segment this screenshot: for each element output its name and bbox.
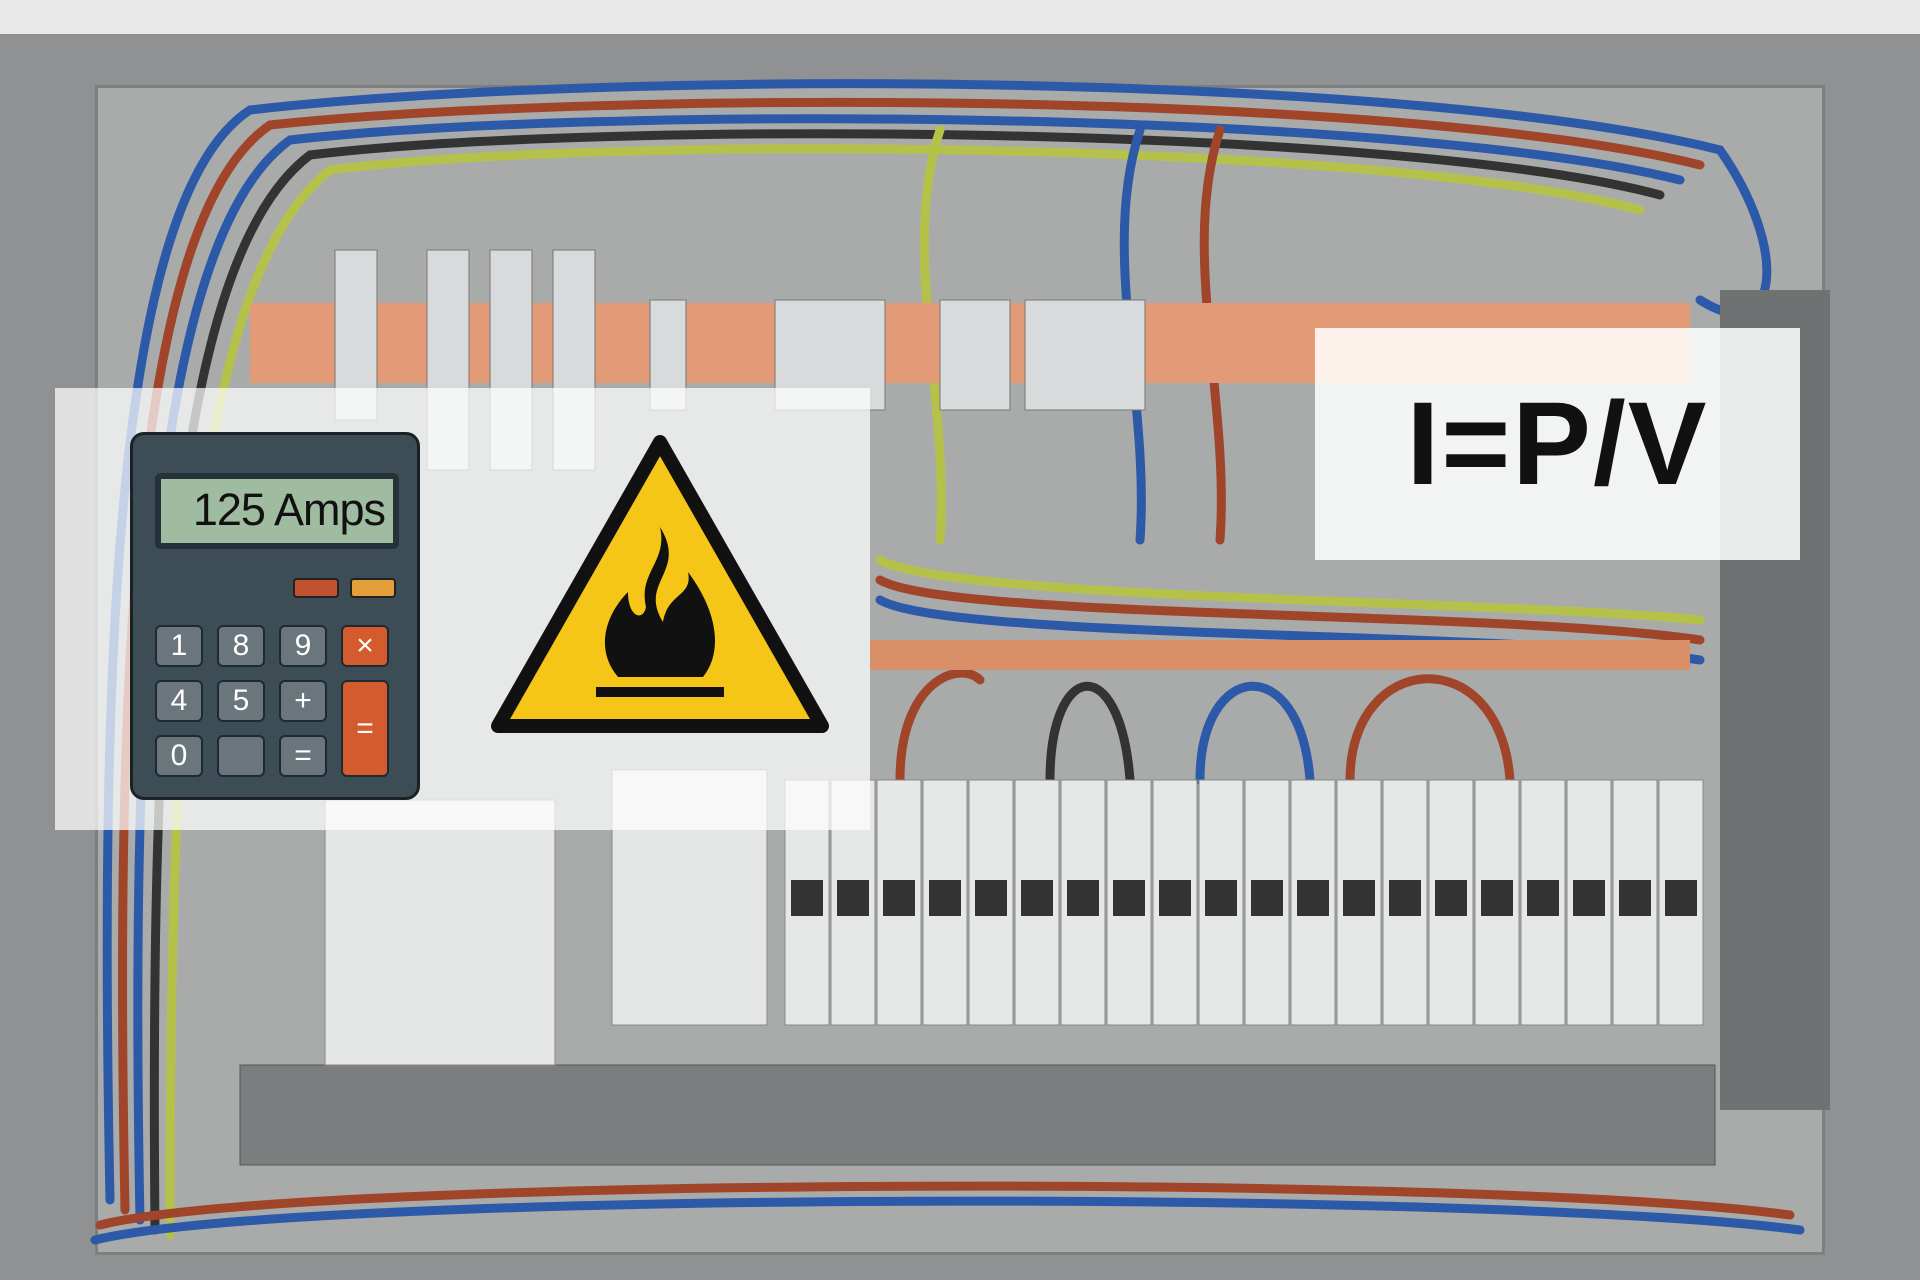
flammable-fire-icon: [596, 527, 724, 697]
calculator-graphic: 125 Amps 1 8 9 × 4 5 + 0 = =: [130, 432, 420, 800]
calculator-key-multiply: ×: [341, 625, 389, 667]
calculator-orange-indicator: [350, 578, 396, 598]
breaker-toggle: [975, 880, 1007, 916]
breaker-toggle: [1205, 880, 1237, 916]
circuit-breakers: [784, 779, 1704, 1026]
formula-label: I=P/V: [1315, 328, 1800, 560]
calculator-key-blank: [217, 735, 265, 777]
breaker-toggle: [1619, 880, 1651, 916]
breaker-toggle: [1021, 880, 1053, 916]
calculator-key-equals-large: =: [341, 680, 389, 777]
breaker-toggle: [1251, 880, 1283, 916]
breaker-toggle: [1481, 880, 1513, 916]
main-switch: [324, 799, 556, 1066]
breaker-toggle: [1297, 880, 1329, 916]
calculator-key-9: 9: [279, 625, 327, 667]
calculator-key-1: 1: [155, 625, 203, 667]
breaker-toggle: [1113, 880, 1145, 916]
breaker-toggle: [1665, 880, 1697, 916]
breaker-toggle: [1527, 880, 1559, 916]
breaker-toggle: [791, 880, 823, 916]
breaker-toggle: [1435, 880, 1467, 916]
breaker-toggle: [929, 880, 961, 916]
lower-busbar: [870, 640, 1690, 670]
warning-triangle: [491, 435, 829, 733]
breaker-toggle: [1067, 880, 1099, 916]
breaker-toggle: [837, 880, 869, 916]
breaker-toggle: [883, 880, 915, 916]
calculator-key-plus: +: [279, 680, 327, 722]
cable-duct-bottom: [239, 1064, 1716, 1166]
calculator-red-indicator: [293, 578, 339, 598]
calculator-key-8: 8: [217, 625, 265, 667]
breaker-toggle: [1159, 880, 1191, 916]
calculator-key-5: 5: [217, 680, 265, 722]
calculator-key-4: 4: [155, 680, 203, 722]
flammable-warning-sign: [491, 435, 829, 733]
calculator-key-equals: =: [279, 735, 327, 777]
calculator-key-0: 0: [155, 735, 203, 777]
breaker-toggle: [1389, 880, 1421, 916]
breaker-toggle: [1573, 880, 1605, 916]
breaker-toggle: [1343, 880, 1375, 916]
calculator-display: 125 Amps: [155, 473, 399, 549]
